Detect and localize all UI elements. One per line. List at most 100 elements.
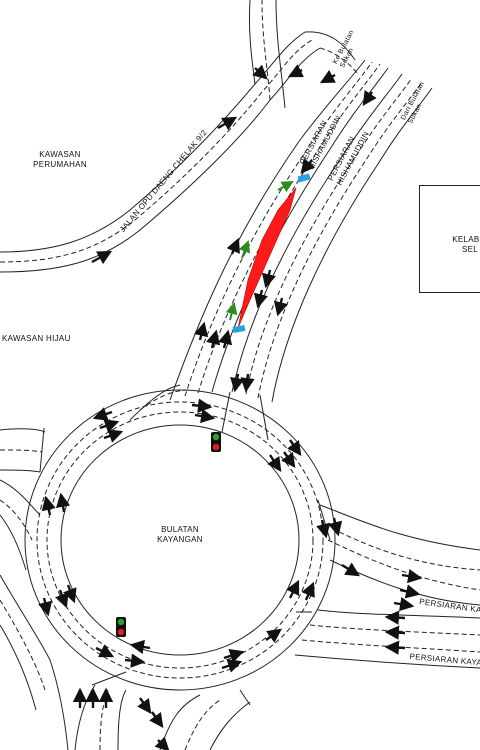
opu-lane [0, 39, 313, 263]
direction-arrow-icon [41, 495, 56, 516]
direction-arrow-icon [401, 568, 423, 584]
direction-arrow-icon [316, 519, 331, 539]
south-approach-road [0, 574, 251, 750]
direction-arrow-icon [149, 711, 164, 728]
detour-arrow-2 [238, 240, 251, 259]
label-kelab: KELAB S SEL [452, 235, 480, 254]
flag-marker-icon [232, 325, 246, 333]
direction-arrows [38, 64, 423, 750]
road-edge-west [169, 59, 366, 401]
opu-edge-outer [0, 47, 321, 273]
direction-arrow-icon [362, 90, 377, 106]
s-edge-3 [159, 694, 201, 750]
sw-edge-1 [0, 574, 69, 750]
label-kawasan-hijau: KAWASAN HIJAU [2, 334, 71, 343]
direction-arrow-icon [55, 589, 69, 609]
traffic-light-icon [211, 432, 221, 452]
direction-arrow-icon [273, 297, 288, 317]
direction-arrow-icon [287, 64, 304, 78]
direction-arrow-icon [92, 407, 113, 421]
detour-arrow-3 [225, 302, 238, 321]
direction-arrow-icon [252, 64, 268, 80]
direction-arrow-icon [384, 640, 406, 655]
direction-arrow-icon [226, 237, 240, 255]
kay-edge-4 [294, 654, 480, 669]
road-median-west [211, 67, 389, 393]
direction-arrow-icon [230, 373, 245, 393]
kay-lane-2 [327, 539, 480, 591]
kelab-building [419, 185, 480, 293]
direction-arrow-icon [393, 596, 415, 612]
direction-arrow-icon [63, 584, 77, 604]
label-kawasan-perumahan: KAWASAN PERUMAHAN [33, 150, 87, 169]
direction-arrow-icon [384, 625, 406, 640]
direction-arrow-icon [124, 653, 146, 668]
road-lane-e1 [245, 77, 413, 395]
direction-arrow-icon [99, 419, 120, 433]
west-edge-4 [0, 514, 27, 571]
direction-arrow-icon [267, 454, 282, 472]
kay-edge-2 [329, 559, 480, 606]
road-lane-w1 [184, 61, 373, 397]
west-approach-road [0, 427, 46, 571]
opu-north-link-1 [248, 0, 256, 85]
direction-arrow-icon [38, 597, 53, 617]
roundabout-rings [24, 389, 336, 691]
direction-arrow-icon [319, 69, 336, 84]
direction-arrow-icon [91, 250, 113, 265]
opu-north-link-3 [275, 0, 286, 109]
closure-zone [237, 187, 297, 329]
persiaran-hishamuddin-road [169, 59, 433, 403]
s-lane-3 [184, 699, 221, 750]
direction-arrow-icon [194, 321, 209, 341]
opu-merge-1 [304, 31, 356, 61]
connector-lane [139, 389, 191, 411]
s-edge-4 [209, 701, 251, 750]
detour-arrows [225, 181, 294, 321]
west-divider [39, 427, 45, 473]
road-median-east [231, 73, 403, 393]
s-divider [91, 671, 127, 686]
direction-arrow-icon [261, 269, 276, 289]
kay-lane-4 [301, 639, 480, 653]
sw-edge-2 [0, 624, 37, 711]
opu-north-link-2 [261, 0, 271, 101]
direction-arrow-icon [95, 644, 115, 658]
ring-lane-divider-outer [36, 401, 324, 679]
road-lane-e2 [257, 81, 423, 399]
direction-arrow-icon [287, 439, 302, 456]
label-bulatan-kayangan: BULATAN KAYANGAN [157, 525, 203, 544]
direction-arrow-icon [328, 517, 343, 537]
direction-arrow-icon [399, 584, 421, 599]
ring-lane-divider-inner [46, 411, 314, 669]
opu-merge-2 [319, 47, 359, 75]
direction-arrow-icon [341, 562, 361, 577]
direction-arrow-icon [206, 329, 221, 349]
direction-arrow-icon [137, 697, 152, 714]
west-edge-3 [0, 479, 41, 516]
road-edge-east [271, 87, 433, 403]
direction-arrow-icon [218, 329, 233, 349]
direction-arrow-icon [103, 429, 124, 443]
direction-arrow-icon [217, 116, 238, 131]
inner-island-edge [60, 424, 300, 656]
direction-arrow-icon [384, 610, 406, 625]
direction-arrow-icon [286, 579, 300, 599]
sw-lane-1 [0, 599, 46, 691]
direction-arrow-icon [194, 408, 216, 424]
west-lane-1 [0, 449, 43, 453]
direction-arrow-icon [221, 658, 243, 673]
direction-arrow-icon [129, 639, 151, 655]
north-connector [129, 384, 269, 441]
s-edge-2 [117, 689, 127, 750]
direction-arrow-icon [253, 289, 268, 309]
direction-arrow-icon [154, 736, 170, 750]
direction-arrow-icon [301, 581, 315, 601]
kay-edge-1 [319, 504, 480, 551]
direction-arrow-icon [240, 373, 255, 393]
detour-arrow-1 [277, 181, 294, 193]
direction-arrow-icon [281, 451, 296, 468]
kay-lane-1 [324, 524, 480, 571]
outer-ring-edge [24, 389, 336, 691]
